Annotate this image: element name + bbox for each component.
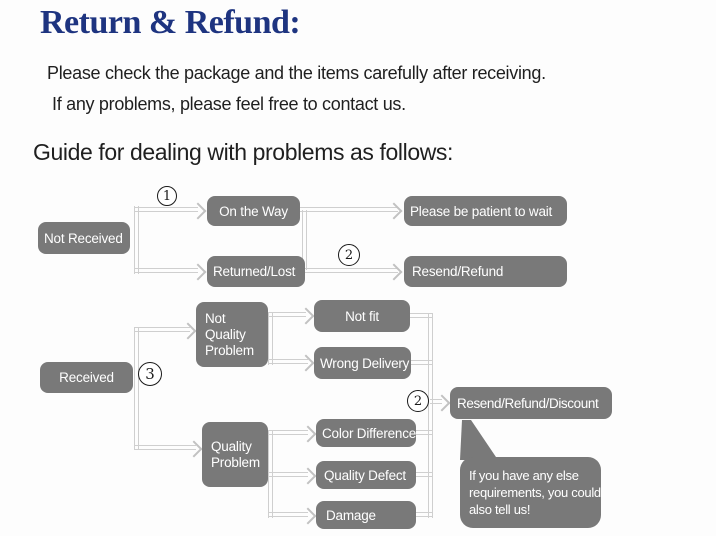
- note-line: If you have any else: [469, 468, 579, 483]
- flow-box-line: Not: [205, 310, 226, 326]
- flow-box-not-received: Not Received: [38, 222, 130, 254]
- connector-line: [268, 312, 306, 317]
- chevron-right-icon: [385, 263, 403, 281]
- step-2-marker: 2: [338, 244, 360, 266]
- connector-line: [268, 359, 308, 364]
- connector-line: [134, 327, 190, 332]
- flow-box-returned-lost: Returned/Lost: [207, 256, 305, 287]
- connector-line: [428, 313, 433, 518]
- flow-box-quality-defect: Quality Defect: [316, 461, 416, 489]
- step-2-marker: 2: [407, 390, 429, 412]
- intro-line-2: If any problems, please feel free to con…: [52, 94, 406, 114]
- connector-line: [134, 445, 196, 450]
- connector-line: [416, 430, 432, 435]
- chevron-right-icon: [179, 322, 197, 340]
- step-3-marker: 3: [138, 362, 162, 386]
- flow-box-wrong-delivery: Wrong Delivery: [314, 347, 411, 379]
- flow-box-resend-refund: Resend/Refund: [404, 256, 567, 287]
- flow-box-quality-problem: Quality Problem: [202, 422, 268, 487]
- connector-line: [268, 512, 308, 517]
- chevron-right-icon: [385, 202, 403, 220]
- chevron-right-icon: [185, 440, 203, 458]
- flow-box-not-quality-problem: Not Quality Problem: [196, 302, 268, 367]
- intro-line-1: Please check the package and the items c…: [47, 63, 546, 83]
- speech-bubble-tail: [460, 420, 498, 460]
- chevron-right-icon: [189, 263, 207, 281]
- chevron-right-icon: [189, 202, 207, 220]
- connector-line: [134, 206, 139, 274]
- flow-box-damage: Damage: [316, 501, 416, 529]
- flow-box-received: Received: [40, 362, 133, 393]
- connector-line: [430, 399, 442, 404]
- chevron-right-icon: [299, 507, 317, 525]
- connector-line: [268, 430, 308, 435]
- connector-line: [298, 207, 398, 212]
- flow-box-on-the-way: On the Way: [207, 196, 300, 226]
- connector-line: [410, 313, 432, 318]
- connector-line: [268, 472, 308, 477]
- connector-line: [416, 512, 432, 517]
- connector-line: [416, 472, 432, 477]
- connector-line: [134, 268, 198, 273]
- flow-box-resend-refund-discount: Resend/Refund/Discount: [450, 387, 612, 419]
- note-line: requirements, you could: [469, 485, 601, 500]
- flow-box-color-difference: Color Difference: [316, 419, 416, 447]
- chevron-right-icon: [433, 394, 451, 412]
- connector-line: [268, 312, 273, 365]
- page-title: Return & Refund:: [40, 4, 301, 41]
- flow-box-line: Quality: [211, 438, 252, 454]
- chevron-right-icon: [297, 307, 315, 325]
- flow-box-not-fit: Not fit: [314, 300, 410, 332]
- connector-line: [134, 207, 198, 212]
- chevron-right-icon: [297, 354, 315, 372]
- connector-line: [302, 210, 307, 270]
- connector-line: [134, 327, 139, 449]
- connector-line: [302, 268, 398, 273]
- connector-line: [411, 360, 432, 365]
- chevron-right-icon: [299, 425, 317, 443]
- flow-box-line: Problem: [205, 342, 254, 358]
- step-1-marker: 1: [157, 186, 177, 206]
- connector-line: [268, 430, 273, 518]
- flow-box-line: Quality: [205, 326, 246, 342]
- flow-box-please-be-patient: Please be patient to wait: [404, 196, 567, 226]
- note-line: also tell us!: [469, 502, 531, 517]
- flow-box-line: Problem: [211, 454, 260, 470]
- chevron-right-icon: [299, 467, 317, 485]
- guide-heading: Guide for dealing with problems as follo…: [33, 139, 454, 165]
- note-speech-bubble: If you have any else requirements, you c…: [460, 457, 601, 528]
